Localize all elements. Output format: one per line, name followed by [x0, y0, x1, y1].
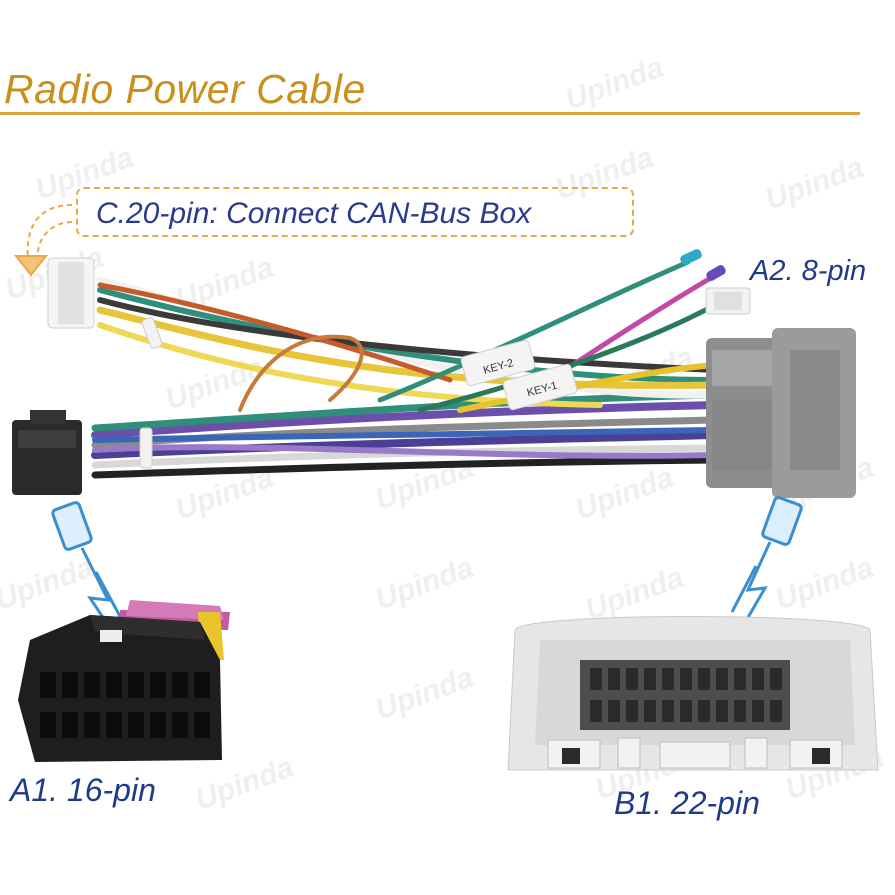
page-title: Radio Power Cable — [4, 66, 366, 112]
svg-text:Upinda: Upinda — [571, 461, 678, 527]
svg-text:Upinda: Upinda — [191, 751, 298, 817]
connector-b1-harness — [706, 328, 856, 498]
callout-text: C.20-pin: Connect CAN-Bus Box — [96, 197, 532, 230]
cable-ties — [139, 317, 163, 469]
label-a1: A1. 16-pin — [10, 772, 156, 808]
connector-a1-closeup — [18, 600, 230, 762]
label-a2: A2. 8-pin — [750, 255, 867, 287]
title-underline — [0, 112, 860, 115]
svg-text:Upinda: Upinda — [0, 551, 98, 617]
key-tags: KEY-2 KEY-1 — [460, 339, 578, 411]
connector-a2-8pin — [705, 287, 751, 315]
callout-box: C.20-pin: Connect CAN-Bus Box — [76, 187, 634, 237]
svg-text:Upinda: Upinda — [371, 551, 478, 617]
label-b1: B1. 22-pin — [614, 785, 760, 821]
callout-arrow — [13, 204, 73, 277]
svg-text:Upinda: Upinda — [371, 661, 478, 727]
svg-text:Upinda: Upinda — [761, 151, 868, 217]
wire-bundle — [91, 259, 719, 479]
connector-c-20pin — [47, 257, 95, 329]
svg-text:Upinda: Upinda — [371, 451, 478, 517]
svg-text:Upinda: Upinda — [771, 551, 878, 617]
connector-a1-harness — [12, 410, 82, 495]
wire-caps — [680, 249, 726, 281]
svg-text:Upinda: Upinda — [561, 51, 668, 117]
pointer-arrow-right — [730, 496, 803, 641]
connector-b1-closeup — [507, 616, 879, 771]
